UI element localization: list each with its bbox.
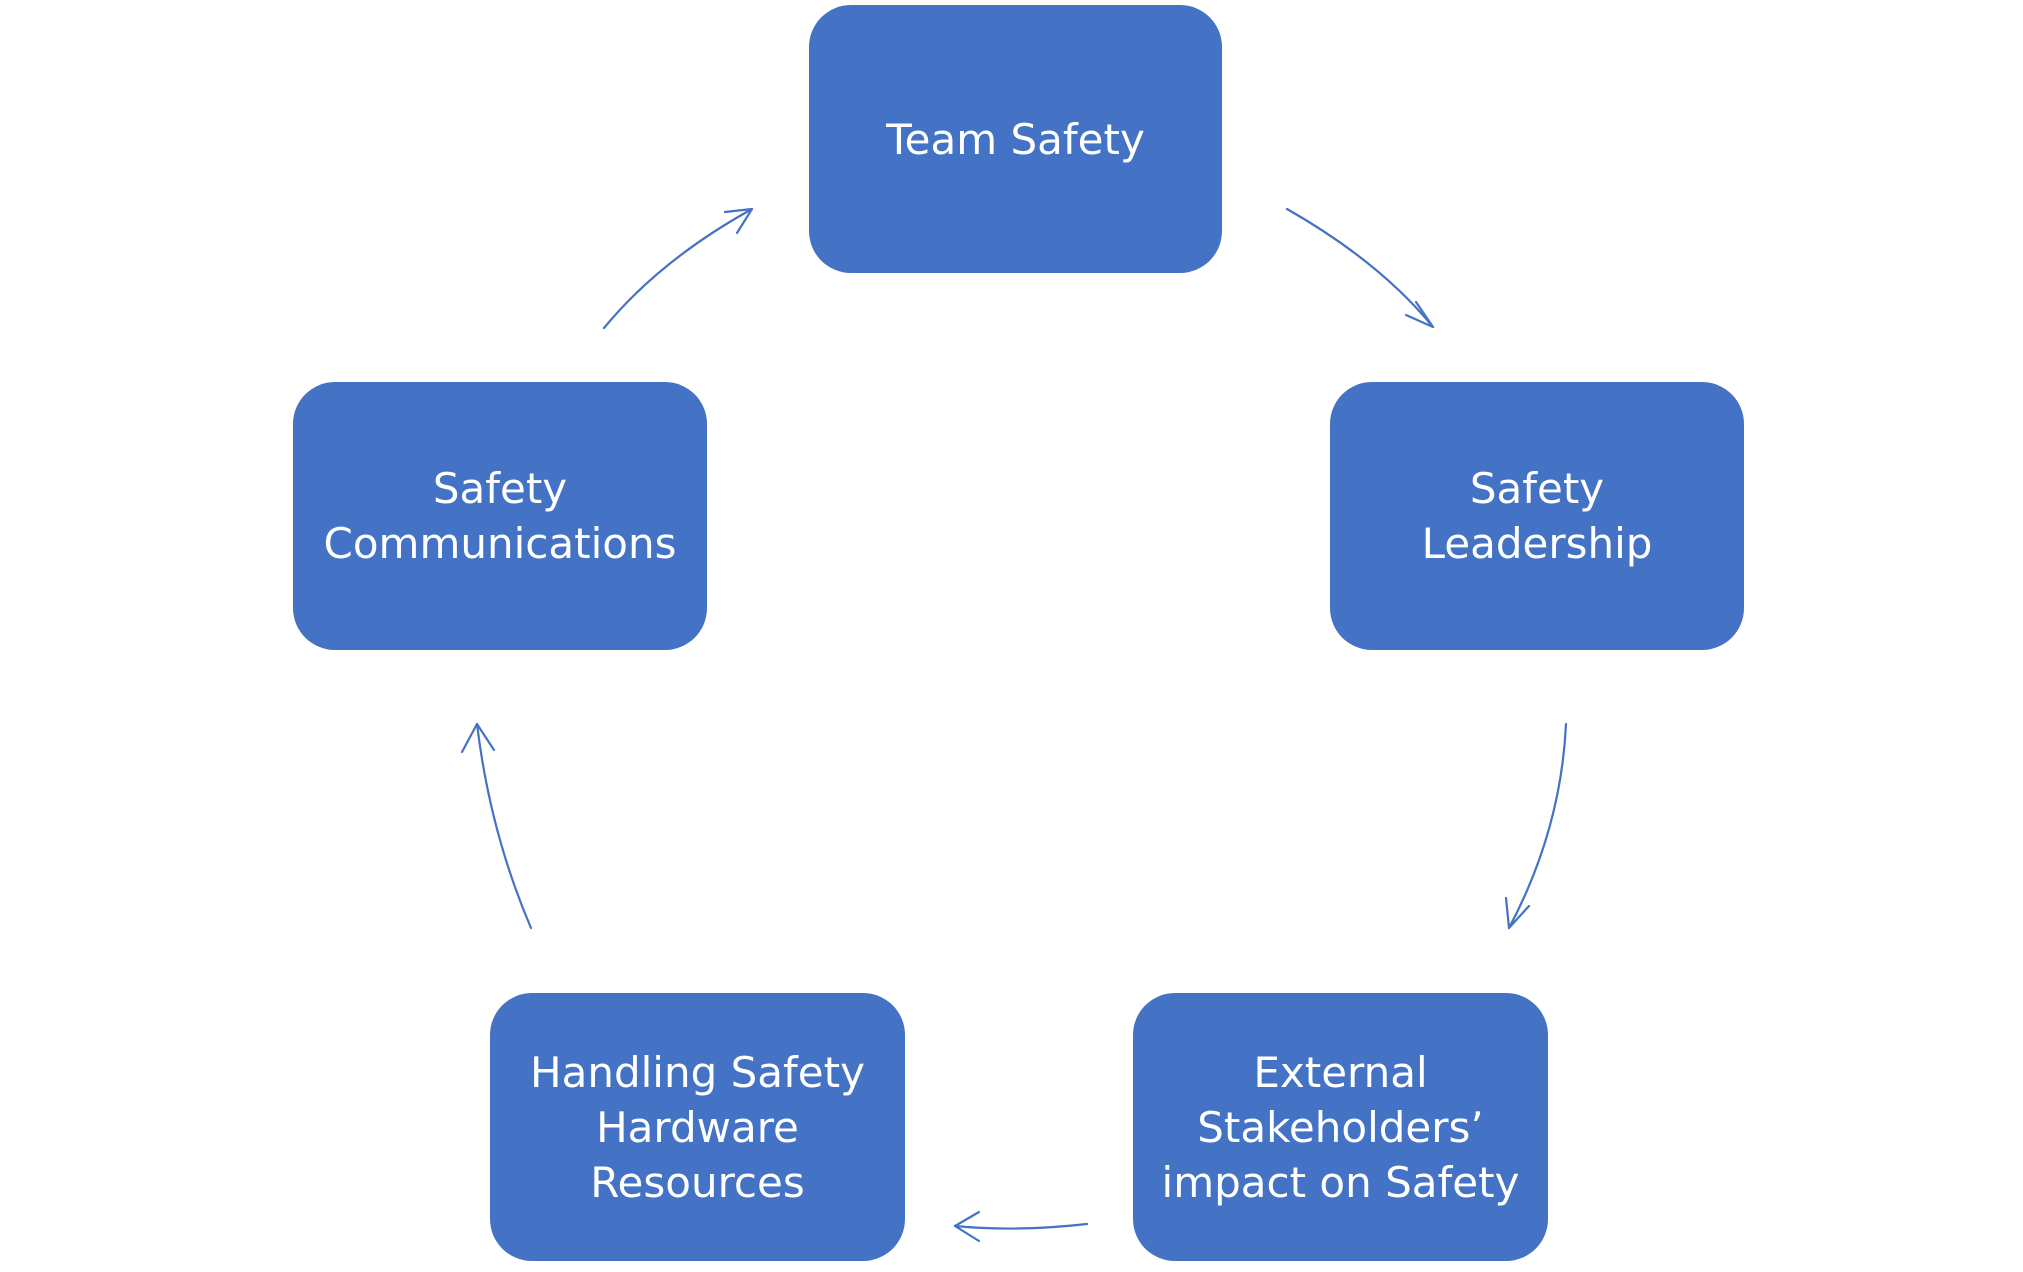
node-label: Handling Safety Hardware Resources bbox=[530, 1047, 865, 1207]
arrow-safety-leadership-to-external-stakeholders bbox=[1504, 722, 1568, 930]
arrow-team-safety-to-safety-leadership bbox=[1285, 207, 1435, 329]
node-external-stakeholders-impact: External Stakeholders’ impact on Safety bbox=[1133, 993, 1548, 1261]
node-label: Safety Leadership bbox=[1421, 464, 1653, 568]
node-safety-leadership: Safety Leadership bbox=[1330, 382, 1744, 650]
node-handling-safety-hardware-resources: Handling Safety Hardware Resources bbox=[490, 993, 905, 1261]
node-safety-communications: Safety Communications bbox=[293, 382, 707, 650]
node-label: Safety Communications bbox=[323, 464, 677, 568]
node-label: Team Safety bbox=[886, 114, 1145, 164]
node-label: External Stakeholders’ impact on Safety bbox=[1161, 1047, 1520, 1207]
arrow-safety-communications-to-team-safety bbox=[602, 207, 754, 330]
arrow-external-stakeholders-to-handling-safety-hardware bbox=[953, 1210, 1089, 1243]
node-team-safety: Team Safety bbox=[809, 5, 1222, 273]
arrow-handling-safety-hardware-to-safety-communications bbox=[460, 722, 533, 930]
